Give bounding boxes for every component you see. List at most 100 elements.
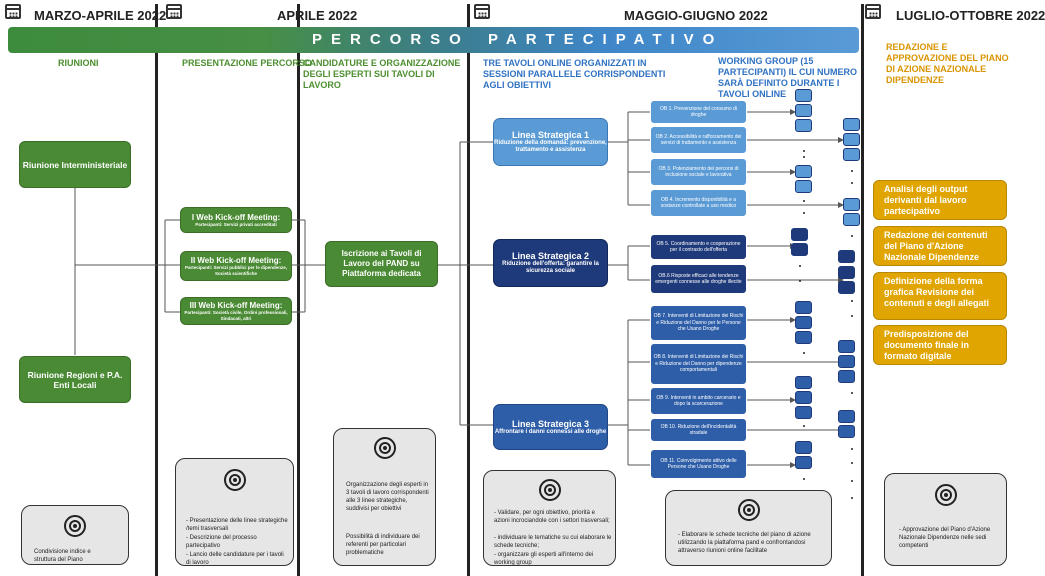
kickoff-title: II Web Kick-off Meeting: <box>190 255 282 265</box>
target-icon <box>738 499 760 521</box>
iscrizione-tavoli-box: Iscrizione ai Tavoli di Lavoro del PAND … <box>325 241 438 287</box>
linea-strategica-3: Linea Strategica 3 Affrontare i danni co… <box>493 404 608 450</box>
ellipsis-dot <box>803 150 805 152</box>
working-group-square <box>791 228 808 241</box>
note-box-tavoli: - Validare, per ogni obiettivo, priorità… <box>483 470 616 566</box>
working-group-square <box>843 198 860 211</box>
ellipsis-dot <box>851 182 853 184</box>
ellipsis-dot <box>851 315 853 317</box>
ellipsis-dot <box>803 212 805 214</box>
ellipsis-dot <box>851 235 853 237</box>
calendar-icon <box>166 4 182 19</box>
working-group-square <box>843 133 860 146</box>
obiettivo-box: OB 3. Potenziamento dei percorsi di incl… <box>650 158 747 186</box>
column-divider <box>467 4 470 576</box>
obiettivo-box: OB 7. Interventi di Limitazione dei Risc… <box>650 305 747 341</box>
redazione-step-box: Redazione dei contenuti del Piano d'Azio… <box>873 226 1007 266</box>
calendar-icon <box>474 4 490 19</box>
working-group-square <box>838 340 855 353</box>
linea-subtitle: Affrontare i danni connessi alle droghe <box>494 428 607 435</box>
working-group-square <box>795 316 812 329</box>
ellipsis-dot <box>851 497 853 499</box>
working-group-square <box>838 355 855 368</box>
note-text: - Presentazione delle linee strategiche … <box>186 518 288 532</box>
note-box-candidature: Organizzazione degli esperti in 3 tavoli… <box>333 428 436 566</box>
period-header: APRILE 2022 <box>277 8 358 23</box>
period-header: LUGLIO-OTTOBRE 2022 <box>896 8 1045 23</box>
note-text: Condivisione indice e <box>34 549 91 555</box>
obiettivo-box: OB 10. Riduzione dell'incidentalità stra… <box>650 418 747 442</box>
working-group-square <box>838 266 855 279</box>
ellipsis-dot <box>851 170 853 172</box>
working-group-square <box>843 148 860 161</box>
ellipsis-dot <box>851 392 853 394</box>
linea-title: Linea Strategica 1 <box>511 130 590 140</box>
ellipsis-dot <box>803 352 805 354</box>
note-text: - Approvazione del Piano d'Azione Nazion… <box>899 527 991 549</box>
working-group-square <box>843 213 860 226</box>
period-header: MAGGIO-GIUGNO 2022 <box>624 8 768 23</box>
working-group-square <box>795 180 812 193</box>
target-icon <box>539 479 561 501</box>
working-group-square <box>838 425 855 438</box>
obiettivo-box: OB 4. Incremento disponibilità e a sosta… <box>650 189 747 217</box>
ellipsis-dot <box>851 448 853 450</box>
working-group-square <box>838 281 855 294</box>
ellipsis-dot <box>803 425 805 427</box>
percorso-banner: PERCORSO PARTECIPATIVO <box>8 27 859 53</box>
note-text: - organizzare gli esperti all'interno de… <box>494 552 594 566</box>
obiettivo-box: OB.6 Risposte efficaci alle tendenze eme… <box>650 264 747 294</box>
linea-subtitle: Riduzione della domanda: prevenzione, tr… <box>494 140 607 153</box>
linea-title: Linea Strategica 3 <box>511 418 590 429</box>
period-header: MARZO-APRILE 2022 <box>34 8 167 23</box>
working-group-square <box>795 376 812 389</box>
col-heading-redazione: REDAZIONE E APPROVAZIONE DEL PIANO DI AZ… <box>886 42 1009 85</box>
kickoff-meeting-1: I Web Kick-off Meeting: Partecipanti: Se… <box>180 207 292 233</box>
note-text: - Validare, per ogni obiettivo, priorità… <box>494 510 610 524</box>
working-group-square <box>795 104 812 117</box>
note-text: struttura del Piano <box>34 557 83 563</box>
column-divider <box>155 4 158 576</box>
kickoff-meeting-2: II Web Kick-off Meeting: Partecipanti: S… <box>180 251 292 281</box>
kickoff-title: III Web Kick-off Meeting: <box>189 300 283 310</box>
note-box-riunioni: Condivisione indice e struttura del Pian… <box>21 505 129 565</box>
note-text: - Lancio delle candidature per i tavoli … <box>186 552 284 566</box>
working-group-square <box>838 250 855 263</box>
working-group-square <box>795 165 812 178</box>
working-group-square <box>795 391 812 404</box>
note-text: Possibilità di individuare dei referenti… <box>346 534 420 556</box>
ellipsis-dot <box>803 478 805 480</box>
ellipsis-dot <box>799 265 801 267</box>
obiettivo-box: OB 11. Coinvolgimento attivo delle Perso… <box>650 449 747 479</box>
col-heading-riunioni: RIUNIONI <box>58 58 99 68</box>
column-divider <box>861 4 864 576</box>
working-group-square <box>795 441 812 454</box>
ellipsis-dot <box>851 300 853 302</box>
redazione-step-box: Predisposizione del documento finale in … <box>873 325 1007 365</box>
linea-subtitle: Riduzione dell'offerta: garantire la sic… <box>502 261 599 274</box>
target-icon <box>935 484 957 506</box>
kickoff-title: I Web Kick-off Meeting: <box>191 212 281 222</box>
riunione-interministeriale-box: Riunione Interministeriale <box>19 141 131 188</box>
banner-left-text: PERCORSO <box>312 31 470 48</box>
column-divider <box>297 4 300 576</box>
target-icon <box>374 437 396 459</box>
working-group-square <box>795 301 812 314</box>
banner-right-text: PARTECIPATIVO <box>488 31 724 48</box>
obiettivo-box: OB 1. Prevenzione del consumo di droghe <box>650 100 747 124</box>
note-text: - Elaborare le schede tecniche del piano… <box>678 532 811 554</box>
note-text: - individuare le tematiche su cui elabor… <box>494 535 612 549</box>
calendar-icon <box>865 4 881 19</box>
col-heading-presentazione: PRESENTAZIONE PERCORSO <box>182 58 312 68</box>
working-group-square <box>795 406 812 419</box>
note-box-presentazione: - Presentazione delle linee strategiche … <box>175 458 294 566</box>
riunione-label: Riunione Interministeriale <box>22 159 128 170</box>
linea-strategica-2: Linea Strategica 2 Riduzione dell'offert… <box>493 239 608 287</box>
obiettivo-box: OB 5. Coordinamento e cooperazione per i… <box>650 234 747 260</box>
kickoff-participants: Partecipanti: Servizi pubblici per le di… <box>184 264 288 276</box>
note-text: Organizzazione degli esperti in 3 tavoli… <box>346 482 429 512</box>
ellipsis-dot <box>799 280 801 282</box>
kickoff-meeting-3: III Web Kick-off Meeting: Partecipanti: … <box>180 297 292 325</box>
ellipsis-dot <box>803 156 805 158</box>
linea-title: Linea Strategica 2 <box>511 251 590 261</box>
